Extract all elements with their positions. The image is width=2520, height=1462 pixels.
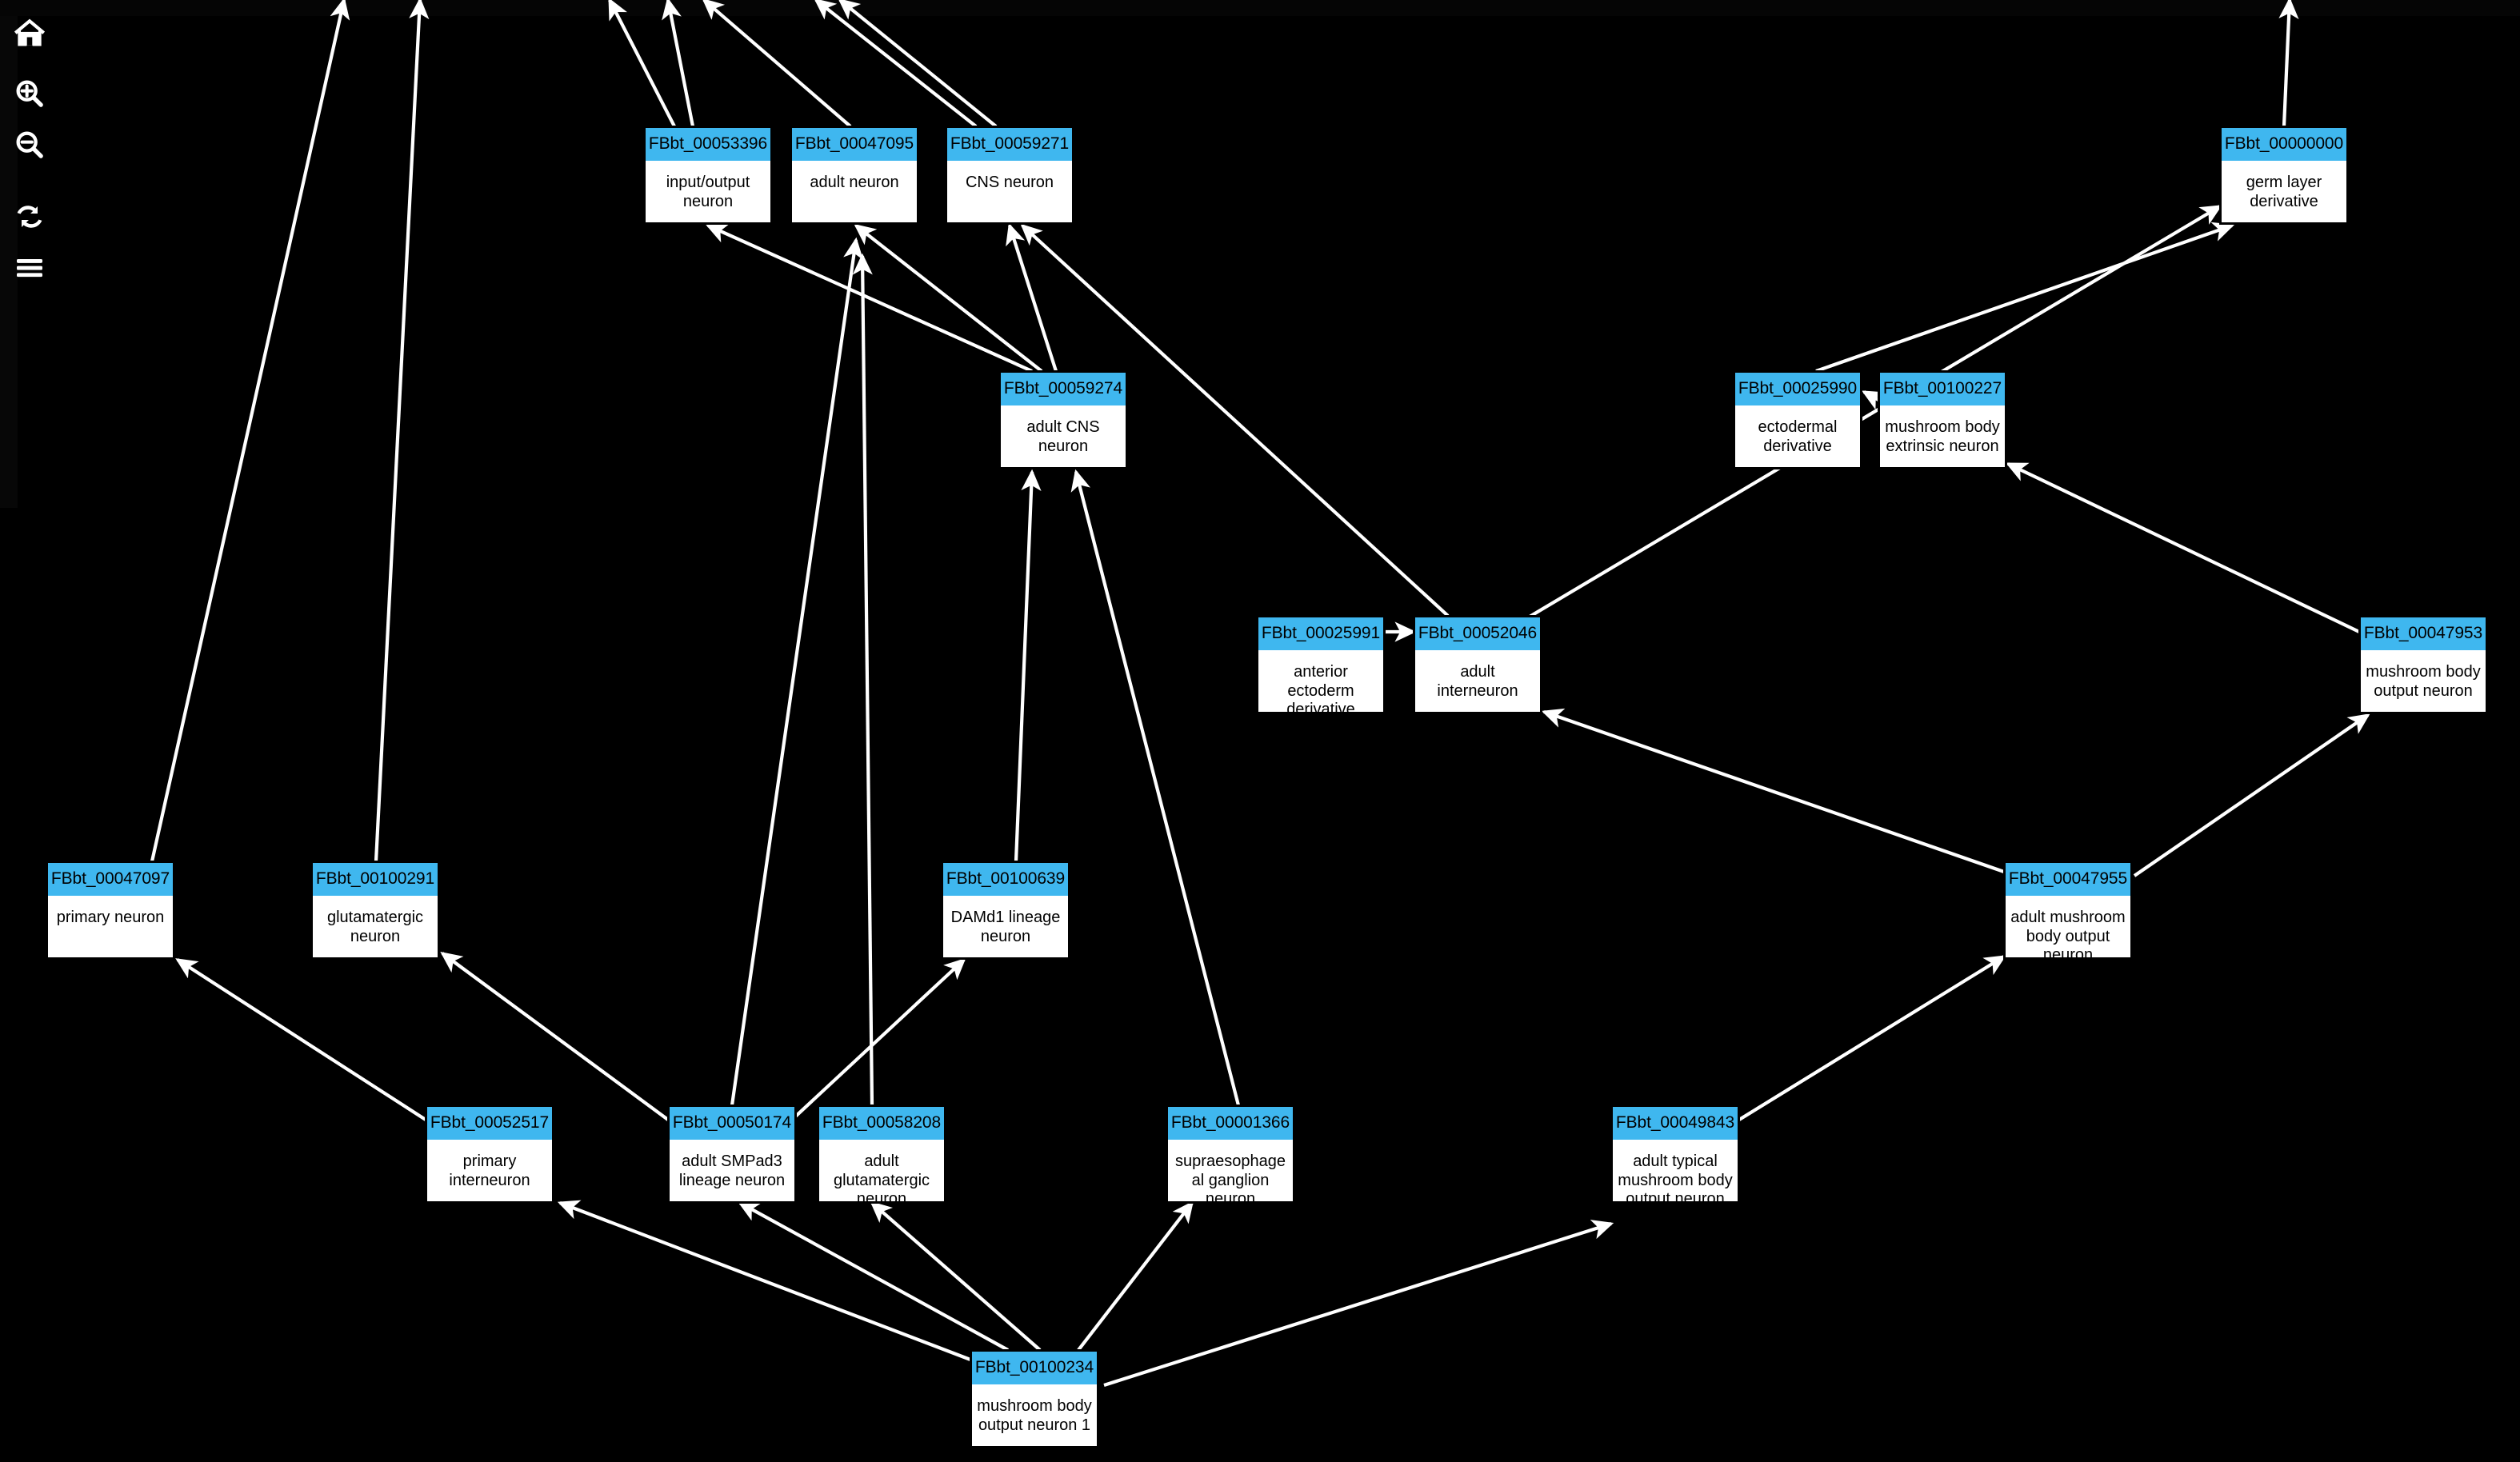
node-id-label: FBbt_00000000 <box>2222 128 2346 162</box>
graph-edge <box>790 957 966 1121</box>
node-id-label: FBbt_00047953 <box>2361 617 2486 651</box>
node-term-label: supraesophageal ganglion neuron <box>1175 1152 1286 1203</box>
graph-edge <box>702 0 852 128</box>
node-term-label: adult CNS neuron <box>1026 418 1100 455</box>
node-id-label: FBbt_00052046 <box>1415 617 1540 651</box>
graph-node[interactable]: FBbt_00100227 mushroom body extrinsic neu… <box>1878 371 2006 469</box>
graph-edge <box>1077 1200 1194 1352</box>
node-id-label: FBbt_00059271 <box>947 128 1072 162</box>
graph-edge <box>557 1200 971 1361</box>
home-icon[interactable] <box>8 11 51 54</box>
node-term-label: anterior ectoderm derivative <box>1286 663 1355 713</box>
graph-edge <box>2005 462 2360 633</box>
node-id-label: FBbt_00100639 <box>943 863 1068 897</box>
graph-node[interactable]: FBbt_00100234 mushroom body output neuron… <box>970 1350 1098 1448</box>
graph-node[interactable]: FBbt_00025990 ectodermal derivative <box>1734 371 1862 469</box>
node-term-label: adult glutamatergic neuron <box>833 1152 930 1203</box>
graph-edge <box>1502 205 2222 633</box>
node-id-label: FBbt_00049843 <box>1613 1107 1738 1140</box>
graph-edge <box>1815 222 2235 373</box>
node-id-label: FBbt_00050174 <box>670 1107 794 1140</box>
graph-edge <box>175 958 427 1121</box>
graph-edge <box>738 1201 1010 1352</box>
graph-node[interactable]: FBbt_00053396 input/output neuron <box>644 126 772 224</box>
node-id-label: FBbt_00059274 <box>1001 373 1126 406</box>
graph-edge <box>1862 390 1886 410</box>
graph-node[interactable]: FBbt_00025991 anterior ectoderm derivativ… <box>1257 616 1385 713</box>
graph-edge <box>150 0 350 862</box>
graph-edge <box>608 0 676 127</box>
graph-edge <box>2278 0 2299 127</box>
node-id-label: FBbt_00100291 <box>313 863 438 897</box>
menu-icon[interactable] <box>8 246 51 290</box>
graph-edge <box>662 0 695 127</box>
node-term-label: mushroom body extrinsic neuron <box>1885 418 2000 455</box>
toolbar <box>8 11 64 290</box>
graph-edge <box>870 1200 1042 1352</box>
graph-edge <box>1070 469 1241 1106</box>
node-id-label: FBbt_00058208 <box>819 1107 944 1140</box>
node-term-label: glutamatergic neuron <box>326 909 424 945</box>
node-id-label: FBbt_00047955 <box>2006 863 2130 897</box>
zoom-out-icon[interactable] <box>8 123 51 166</box>
node-id-label: FBbt_00100234 <box>972 1352 1097 1385</box>
toolbar-panel <box>0 16 18 508</box>
node-term-label: primary neuron <box>56 909 165 927</box>
node-term-label: mushroom body output neuron <box>2366 663 2481 700</box>
graph-edge <box>854 223 1043 373</box>
node-term-label: DAMd1 lineage neuron <box>950 909 1061 945</box>
node-term-label: primary interneuron <box>449 1152 530 1189</box>
graph-edge <box>705 224 1033 373</box>
graph-edge <box>814 0 978 128</box>
node-id-label: FBbt_00053396 <box>646 128 770 162</box>
node-id-label: FBbt_00025990 <box>1735 373 1860 406</box>
graph-edge <box>1541 708 2005 873</box>
graph-node[interactable]: FBbt_00001366 supraesophageal ganglion ne… <box>1166 1105 1294 1203</box>
node-id-label: FBbt_00047097 <box>48 863 173 897</box>
refresh-icon[interactable] <box>8 195 51 238</box>
node-term-label: adult mushroom body output neuron <box>2010 909 2126 959</box>
graph-edge <box>440 952 670 1121</box>
top-bar <box>0 0 2520 16</box>
graph-edge <box>838 0 998 128</box>
graph-edge <box>1014 469 1042 862</box>
node-term-label: ectodermal derivative <box>1758 418 1838 455</box>
graph-edge <box>2133 713 2370 877</box>
graph-edge <box>1738 955 2006 1121</box>
node-term-label: adult SMPad3 lineage neuron <box>678 1152 786 1189</box>
node-id-label: FBbt_00052517 <box>427 1107 552 1140</box>
graph-edge <box>1006 222 1058 372</box>
graph-edge <box>852 253 874 1106</box>
node-id-label: FBbt_00100227 <box>1880 373 2005 406</box>
node-id-label: FBbt_00025991 <box>1258 617 1383 651</box>
graph-edge <box>730 237 864 1106</box>
node-term-label: germ layer derivative <box>2246 174 2322 210</box>
graph-node[interactable]: FBbt_00047953 mushroom body output neuron <box>2359 616 2487 713</box>
node-id-label: FBbt_00047095 <box>792 128 917 162</box>
node-term-label: adult interneuron <box>1437 663 1518 700</box>
node-term-label: input/output neuron <box>666 174 750 210</box>
node-id-label: FBbt_00001366 <box>1168 1107 1293 1140</box>
node-term-label: mushroom body output neuron 1 <box>977 1397 1092 1434</box>
graph-edge <box>1103 1220 1614 1388</box>
node-term-label: adult typical mushroom body output neuro… <box>1618 1152 1733 1203</box>
node-term-label: adult neuron <box>810 174 899 192</box>
graph-node[interactable]: FBbt_00100291 glutamatergic neuron <box>311 861 439 959</box>
zoom-in-icon[interactable] <box>8 72 51 115</box>
graph-edge <box>374 0 430 862</box>
node-term-label: CNS neuron <box>965 174 1054 192</box>
